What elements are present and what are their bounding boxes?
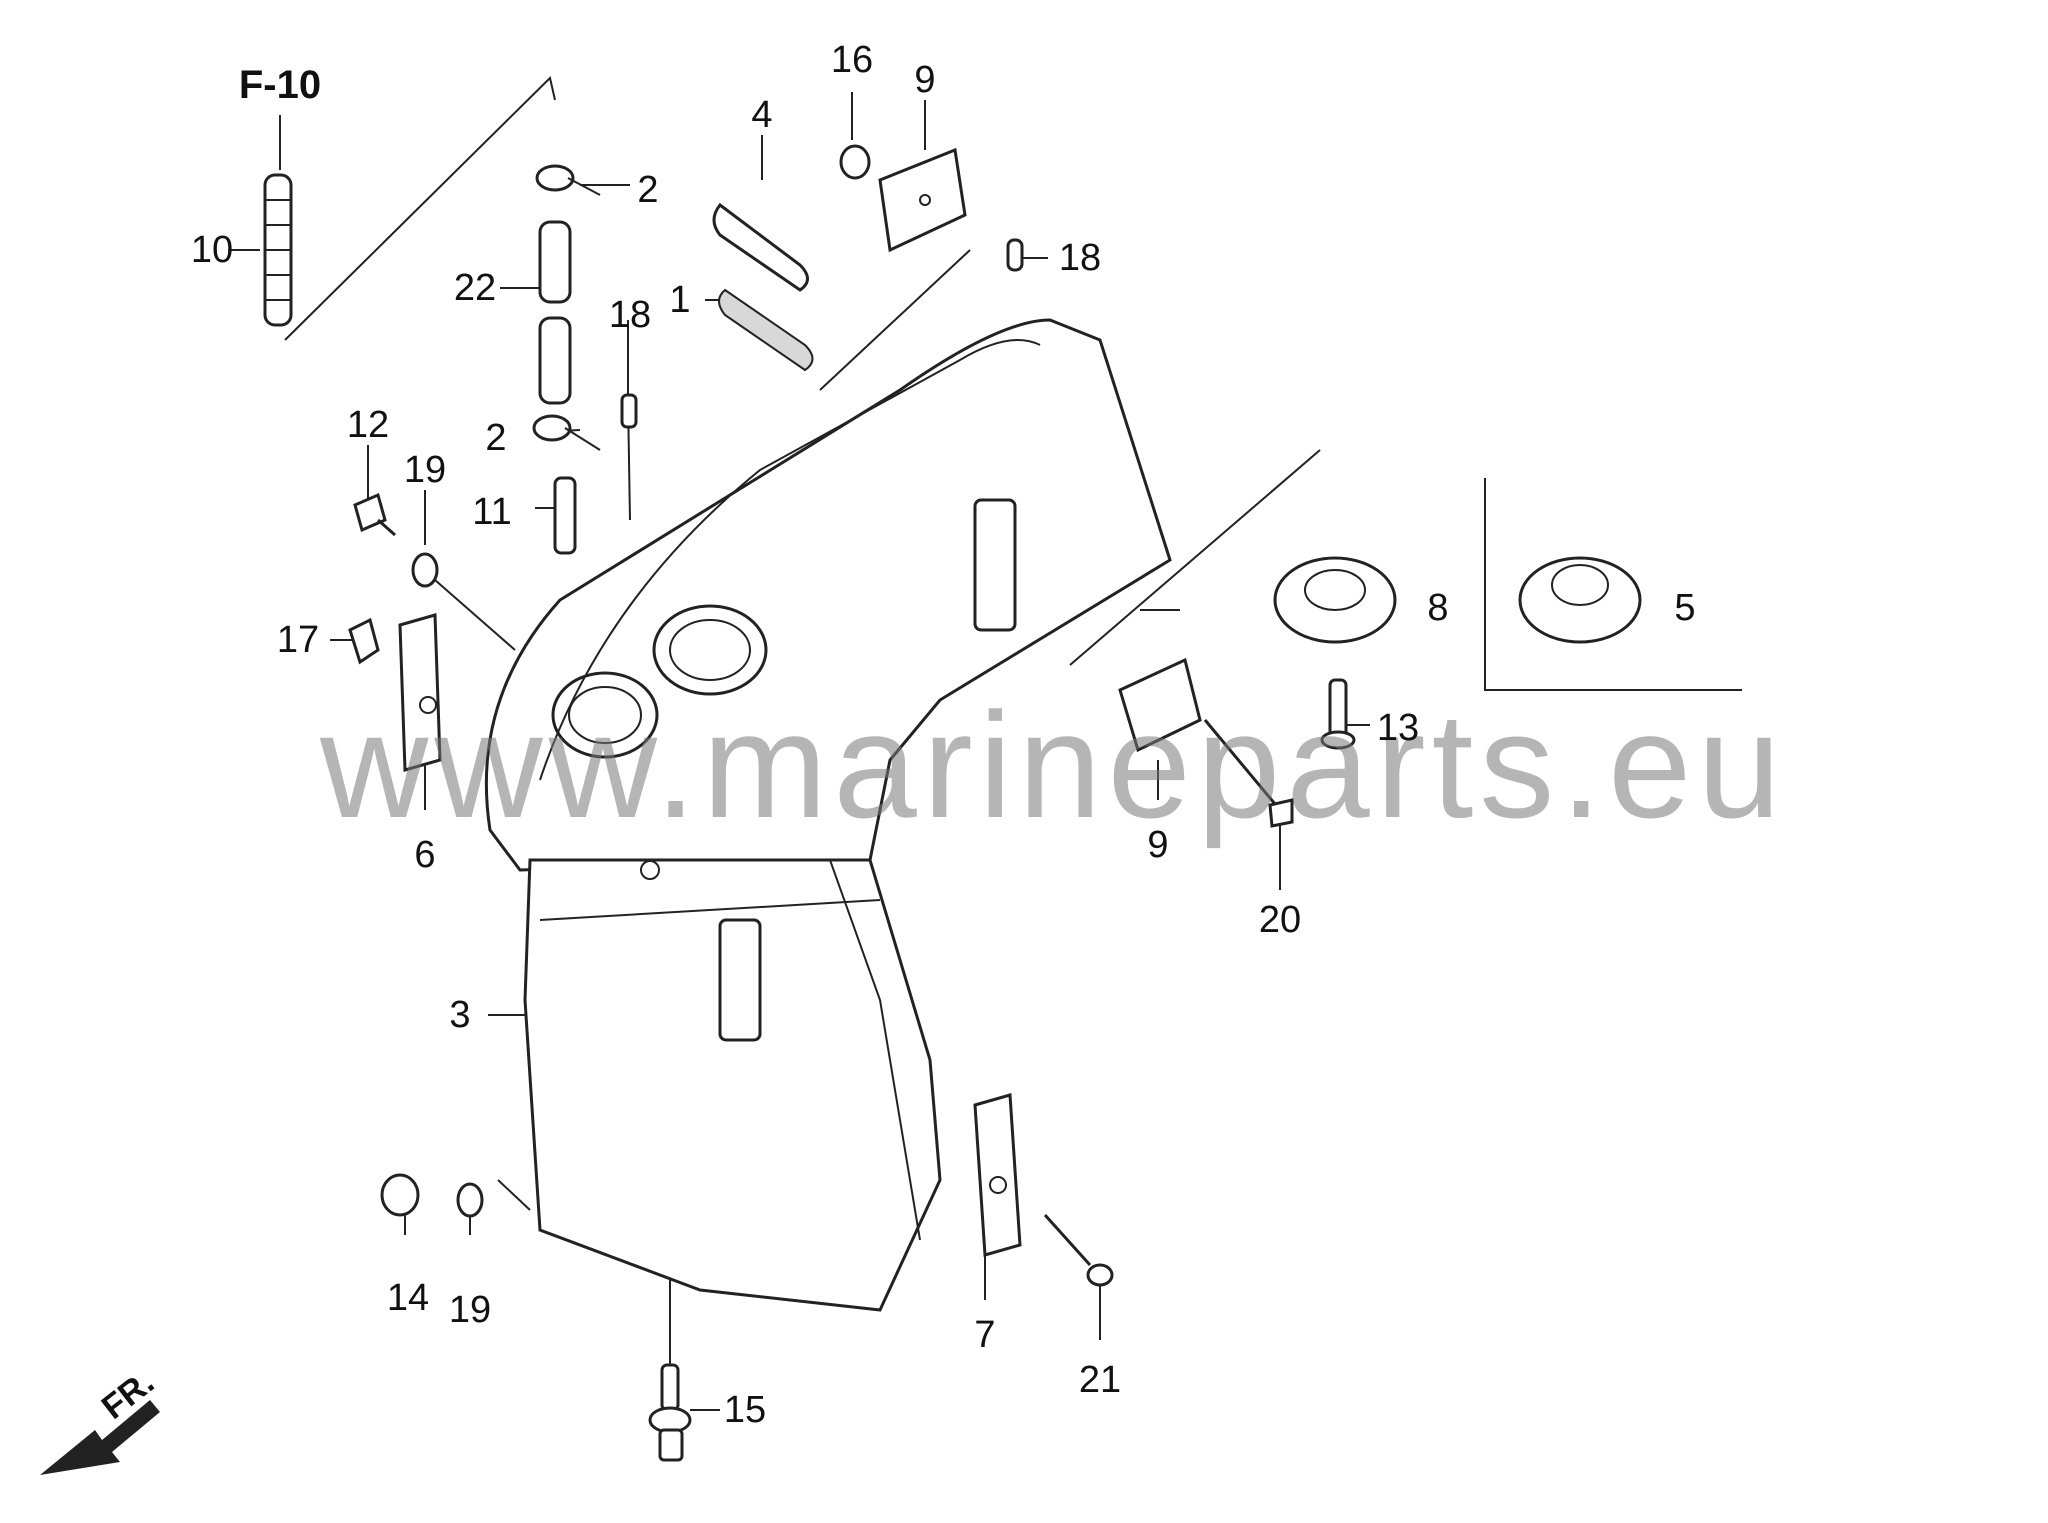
callout-16: 16 [830, 39, 874, 81]
cover-parts [1273, 556, 1642, 644]
callout-7: 7 [974, 1314, 996, 1356]
water-nipple [553, 476, 577, 555]
hose-clamps-and-tube [532, 164, 638, 451]
callout-22: 22 [453, 267, 497, 309]
callout-4: 4 [751, 94, 773, 136]
callout-2: 2 [637, 169, 659, 211]
anode-upper [839, 144, 967, 253]
callout-19: 19 [448, 1289, 492, 1331]
gear-case-housing [484, 318, 1172, 1312]
callout-13: 13 [1376, 707, 1420, 749]
callout-19: 19 [403, 449, 447, 491]
callout-18: 18 [1058, 237, 1102, 279]
front-direction-arrow [40, 1400, 160, 1475]
grommet-part [263, 173, 293, 327]
callout-6: 6 [414, 834, 436, 876]
callout-20: 20 [1258, 899, 1302, 941]
lower-fasteners [380, 1093, 1114, 1462]
callout-15: 15 [723, 1389, 767, 1431]
callout-14: 14 [386, 1277, 430, 1319]
callout-3: 3 [449, 994, 471, 1036]
dowel-pins [1006, 238, 1024, 272]
callout-12: 12 [346, 404, 390, 446]
callout-9: 9 [1147, 824, 1169, 866]
callout-5: 5 [1674, 587, 1696, 629]
callout-11: 11 [472, 491, 512, 533]
side-fasteners [348, 492, 442, 772]
callout-17: 17 [276, 619, 320, 661]
anode-lower [1118, 657, 1356, 828]
seal-parts [712, 202, 814, 372]
callout-10: 10 [190, 229, 234, 271]
callout-9: 9 [914, 59, 936, 101]
reference-label: F-10 [238, 63, 322, 107]
callout-21: 21 [1078, 1359, 1122, 1401]
callout-8: 8 [1427, 587, 1449, 629]
callout-1: 1 [669, 279, 691, 321]
callout-2: 2 [485, 417, 507, 459]
watermark-text: www.marineparts.eu [320, 681, 1787, 849]
callout-18: 18 [608, 294, 652, 336]
